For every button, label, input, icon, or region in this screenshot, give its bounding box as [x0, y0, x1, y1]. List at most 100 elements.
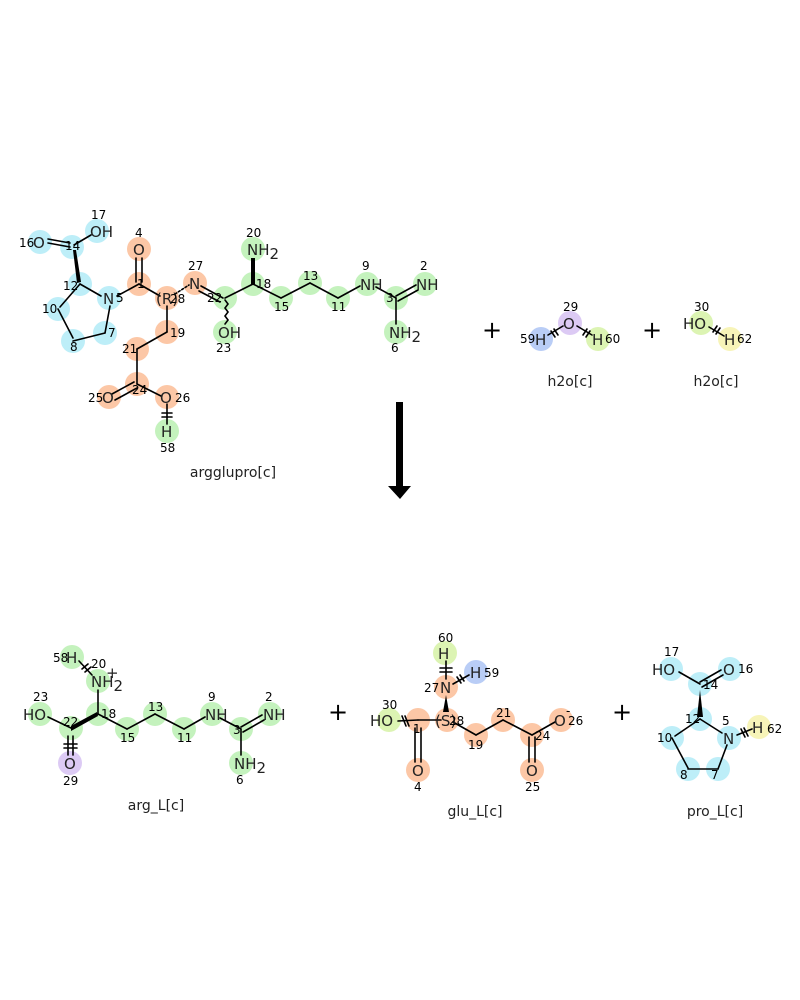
atom-highlight [433, 641, 457, 665]
atom-index: 1 [137, 277, 145, 291]
atom-highlight [464, 660, 488, 684]
atom-highlight [718, 657, 742, 681]
atom-highlight [85, 219, 109, 243]
molecule-h2o-a: H O H 29 59 60 h2o[c] [520, 300, 620, 390]
atom-index: 29 [563, 300, 578, 314]
atom-highlight [558, 311, 582, 335]
atom-index: 7 [711, 768, 719, 782]
atom-highlight [155, 286, 179, 310]
atom-label: (S) [435, 712, 456, 730]
atom-index: 20 [91, 657, 106, 671]
atom-index: 62 [737, 332, 752, 346]
atom-highlight [377, 708, 401, 732]
atom-highlight [529, 327, 553, 351]
atom-highlight [213, 320, 237, 344]
atom-label: HO [683, 315, 706, 333]
atom-index: 16 [738, 662, 753, 676]
atom-index: 22 [63, 715, 78, 729]
atom-label: NH [263, 706, 286, 724]
atom-index: 15 [120, 731, 135, 745]
molecule-name: h2o[c] [694, 374, 739, 390]
atom-label: O [133, 241, 145, 259]
atom-index: 23 [216, 341, 231, 355]
atom-highlight [747, 715, 771, 739]
atom-index: 59 [520, 332, 535, 346]
atom-index: 29 [63, 774, 78, 788]
atom-highlight [155, 385, 179, 409]
atom-index: 12 [63, 279, 78, 293]
atom-highlight [717, 726, 741, 750]
atom-index: 2 [420, 259, 428, 273]
charge-label: + [106, 664, 119, 682]
atom-index: 25 [88, 391, 103, 405]
atom-index: 28 [170, 292, 185, 306]
atom-labels: O OH N O (R) N OH NH2 NH NH NH2 O O H [33, 223, 439, 441]
atom-index: 60 [438, 631, 453, 645]
atom-highlight [659, 657, 683, 681]
atom-index: 58 [160, 441, 175, 455]
charge-label: - [566, 704, 570, 718]
molecule-h2o-b: HO H 30 62 h2o[c] [683, 300, 752, 390]
atom-index: 17 [664, 645, 679, 659]
atom-index: 9 [362, 259, 370, 273]
atom-index: 28 [449, 714, 464, 728]
atom-index: 13 [303, 269, 318, 283]
atom-index: 62 [767, 722, 782, 736]
atom-highlight [718, 327, 742, 351]
bonds [47, 234, 419, 425]
atom-index: 1 [413, 722, 421, 736]
atom-index: 19 [170, 326, 185, 340]
atom-index: 11 [331, 300, 346, 314]
atom-label: NH2 [247, 241, 279, 263]
plus-sign: + [328, 698, 348, 726]
atom-label: H [592, 331, 603, 349]
atom-highlight [127, 237, 151, 261]
atom-index: 8 [680, 768, 688, 782]
molecule-name: argglupro[c] [190, 465, 276, 481]
atom-index: 5 [116, 291, 124, 305]
molecule-name: pro_L[c] [687, 804, 743, 820]
atom-label: H [752, 719, 763, 737]
atom-label: H [66, 649, 77, 667]
atom-index: 14 [703, 678, 718, 692]
atom-label: O [160, 389, 172, 407]
atom-index: 2 [265, 690, 273, 704]
molecule-pro-L: HO O N H 17 16 14 12 5 10 8 7 62 pro_L[c… [652, 645, 782, 820]
atom-label: O [563, 315, 575, 333]
atom-highlight [434, 675, 458, 699]
atom-highlight [200, 702, 224, 726]
atom-index: 11 [177, 731, 192, 745]
atom-label: NH [360, 276, 383, 294]
atom-label: O [723, 661, 735, 679]
atom-index: 16 [19, 236, 34, 250]
atom-label: N [440, 679, 451, 697]
atom-index: 6 [236, 773, 244, 787]
atom-indices: 17 16 14 12 10 8 7 5 4 1 28 19 21 24 25 … [19, 208, 428, 455]
atom-label: NH [416, 276, 439, 294]
molecule-name: glu_L[c] [447, 804, 502, 820]
atom-index: 3 [386, 291, 394, 305]
atom-label: HO [652, 661, 675, 679]
molecule-name: h2o[c] [548, 374, 593, 390]
atom-index: 19 [468, 738, 483, 752]
atom-highlight [155, 419, 179, 443]
atom-index: 24 [535, 729, 550, 743]
atom-highlight [58, 751, 82, 775]
atom-index: 8 [70, 340, 78, 354]
atom-index: 18 [101, 707, 116, 721]
atom-index: 59 [484, 666, 499, 680]
atom-index: 4 [414, 780, 422, 794]
atom-label: O [412, 762, 424, 780]
atom-highlight [549, 708, 573, 732]
atom-index: 24 [132, 383, 147, 397]
atom-index: 27 [424, 681, 439, 695]
reaction-arrow [388, 402, 411, 499]
atom-label: H [535, 331, 546, 349]
atom-highlight [586, 327, 610, 351]
atom-highlight [384, 320, 408, 344]
atom-highlight [97, 385, 121, 409]
atom-index: 58 [53, 651, 68, 665]
atom-index: 15 [274, 300, 289, 314]
atom-label: H [161, 423, 172, 441]
